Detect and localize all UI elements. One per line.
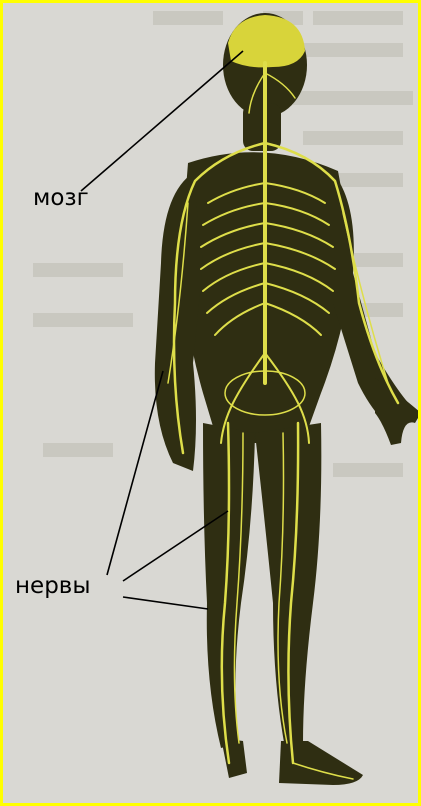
human-nervous-system-figure [3, 3, 421, 806]
nerves-label: нервы [15, 575, 91, 598]
brain-label: мозг [33, 187, 89, 210]
brain-region [228, 15, 305, 67]
